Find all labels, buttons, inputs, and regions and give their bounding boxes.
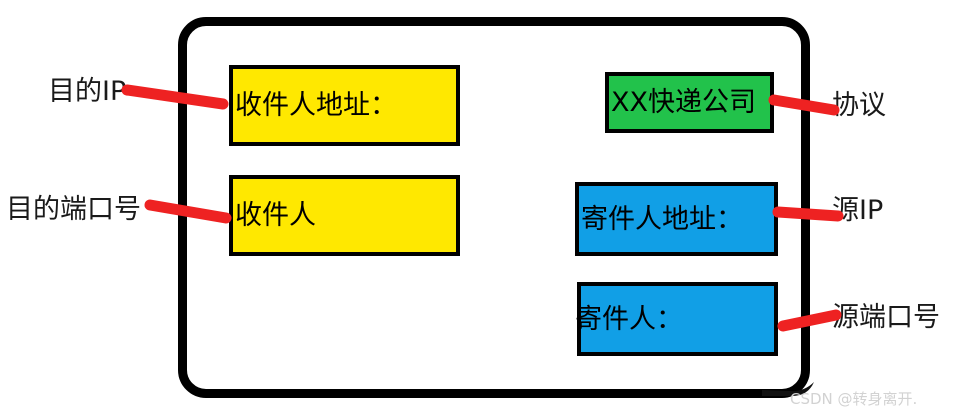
- annotation-label-source-port: 源端口号: [832, 302, 940, 333]
- box-courier-company-label: XX快递公司: [611, 87, 756, 118]
- annotation-label-protocol: 协议: [832, 90, 886, 121]
- box-recipient-address-label: 收件人地址：: [235, 90, 397, 121]
- csdn-watermark: CSDN @转身离开.: [790, 390, 918, 408]
- box-courier-company: XX快递公司: [605, 72, 774, 133]
- box-recipient-address: 收件人地址：: [229, 65, 460, 146]
- csdn-swoosh-icon: [762, 382, 814, 396]
- box-sender-address: 寄件人地址：: [575, 182, 778, 256]
- annotation-label-destination-port: 目的端口号: [6, 194, 141, 225]
- box-sender-name-label: 寄件人：: [575, 303, 683, 335]
- box-recipient-name-label: 收件人: [235, 200, 316, 231]
- annotation-label-destination-ip: 目的IP: [48, 76, 127, 107]
- box-recipient-name: 收件人: [229, 175, 460, 256]
- box-sender-name: 寄件人：: [575, 282, 778, 356]
- box-sender-address-label: 寄件人地址：: [581, 203, 743, 235]
- annotation-label-source-ip: 源IP: [832, 195, 884, 226]
